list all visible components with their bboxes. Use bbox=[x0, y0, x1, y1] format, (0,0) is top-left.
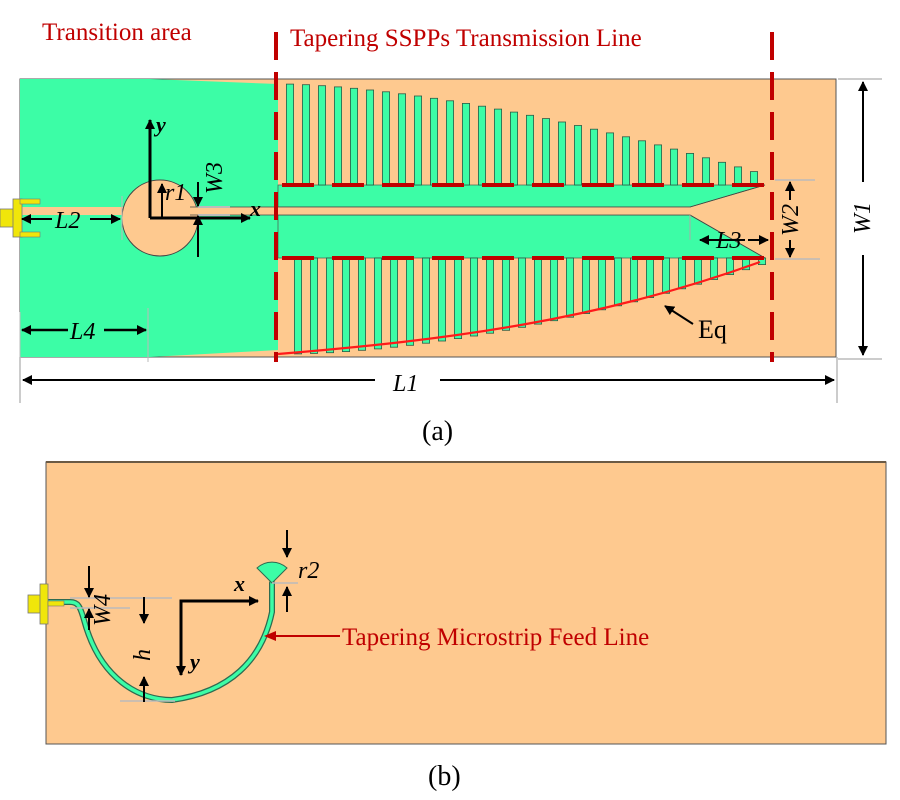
sspp-region-label: Tapering SSPPs Transmission Line bbox=[290, 25, 642, 52]
top-finger bbox=[718, 161, 727, 186]
sma-connector-a bbox=[0, 198, 41, 238]
dim-l2: L2 bbox=[54, 208, 80, 234]
top-finger bbox=[622, 136, 631, 186]
dim-l4: L4 bbox=[69, 319, 95, 345]
eq-curve bbox=[277, 260, 761, 356]
bottom-finger bbox=[614, 257, 623, 307]
bottom-finger bbox=[566, 257, 575, 318]
top-finger bbox=[750, 171, 759, 186]
top-finger bbox=[526, 114, 535, 186]
bottom-finger bbox=[469, 257, 478, 337]
top-finger bbox=[285, 83, 294, 186]
top-finger bbox=[606, 132, 615, 186]
bottom-finger bbox=[453, 257, 462, 339]
top-finger bbox=[574, 125, 583, 186]
top-finger bbox=[445, 100, 454, 186]
top-finger bbox=[558, 121, 567, 186]
top-finger bbox=[477, 105, 486, 186]
bottom-finger bbox=[389, 257, 398, 348]
dim-w1: W1 bbox=[850, 202, 876, 234]
bottom-finger bbox=[357, 257, 366, 351]
bottom-finger bbox=[646, 257, 655, 298]
top-finger bbox=[365, 89, 374, 186]
top-finger bbox=[349, 87, 358, 186]
bottom-finger bbox=[373, 257, 382, 350]
dim-r2: r2 bbox=[298, 558, 319, 584]
transition-metal-bottom bbox=[20, 215, 278, 357]
bottom-finger bbox=[550, 257, 559, 322]
dim-w4: W4 bbox=[90, 594, 116, 626]
bottom-finger bbox=[662, 257, 671, 294]
top-finger bbox=[429, 97, 438, 186]
bottom-finger bbox=[534, 257, 543, 325]
top-finger bbox=[461, 103, 470, 186]
bottom-finger bbox=[518, 257, 527, 328]
top-finger bbox=[590, 128, 599, 186]
panel-b: W4 h x y r2 Tapering Microstrip Feed Lin… bbox=[27, 461, 887, 792]
axis-x-label-b: x bbox=[233, 571, 245, 596]
top-finger bbox=[381, 91, 390, 186]
sspp-lower-strip bbox=[277, 214, 767, 259]
top-finger bbox=[333, 86, 342, 186]
bottom-finger bbox=[501, 257, 510, 331]
top-fingers bbox=[285, 83, 759, 186]
bottom-finger bbox=[293, 257, 302, 355]
bottom-finger bbox=[678, 257, 687, 290]
dim-w2: W2 bbox=[778, 204, 804, 236]
top-finger bbox=[413, 95, 422, 186]
bottom-finger bbox=[405, 257, 414, 346]
transition-area-label: Transition area bbox=[42, 19, 192, 46]
panel-a: Transition area Tapering SSPPs Transmiss… bbox=[0, 19, 882, 447]
top-finger bbox=[670, 148, 679, 186]
top-finger bbox=[686, 152, 695, 186]
dim-l1: L1 bbox=[392, 371, 418, 397]
dim-w3: W3 bbox=[202, 162, 228, 194]
bottom-finger bbox=[485, 257, 494, 334]
bottom-finger bbox=[598, 257, 607, 311]
coord-axes-b bbox=[176, 596, 259, 676]
top-finger bbox=[509, 111, 518, 186]
top-finger bbox=[702, 157, 711, 186]
top-finger bbox=[301, 84, 310, 186]
radial-stub bbox=[256, 561, 288, 584]
bottom-finger bbox=[341, 257, 350, 352]
top-finger bbox=[317, 85, 326, 186]
caption-b: (b) bbox=[428, 761, 461, 792]
slot-line bbox=[160, 207, 690, 215]
bottom-fingers bbox=[293, 257, 767, 355]
bottom-finger bbox=[421, 257, 430, 344]
top-finger bbox=[654, 144, 663, 186]
dim-h: h bbox=[130, 649, 156, 661]
axis-y-label-b: y bbox=[187, 649, 200, 674]
axis-x-label-a: x bbox=[249, 196, 261, 221]
bottom-finger bbox=[694, 257, 703, 285]
top-finger bbox=[493, 108, 502, 186]
sspp-upper-strip bbox=[277, 184, 766, 208]
bottom-finger bbox=[630, 257, 639, 303]
sma-connector-b bbox=[27, 583, 65, 625]
bottom-finger bbox=[309, 257, 318, 354]
eq-label: Eq bbox=[698, 315, 727, 344]
dim-l3: L3 bbox=[715, 228, 741, 254]
top-finger bbox=[542, 118, 551, 186]
top-finger bbox=[638, 140, 647, 186]
feed-line-label: Tapering Microstrip Feed Line bbox=[342, 624, 649, 651]
dim-r1: r1 bbox=[165, 180, 186, 206]
bottom-finger bbox=[726, 257, 735, 276]
top-finger bbox=[734, 166, 743, 186]
bottom-finger bbox=[437, 257, 446, 342]
caption-a: (a) bbox=[422, 416, 453, 447]
bottom-finger bbox=[582, 257, 591, 314]
top-finger bbox=[397, 93, 406, 186]
axis-y-label-a: y bbox=[153, 112, 166, 137]
bottom-finger bbox=[325, 257, 334, 354]
